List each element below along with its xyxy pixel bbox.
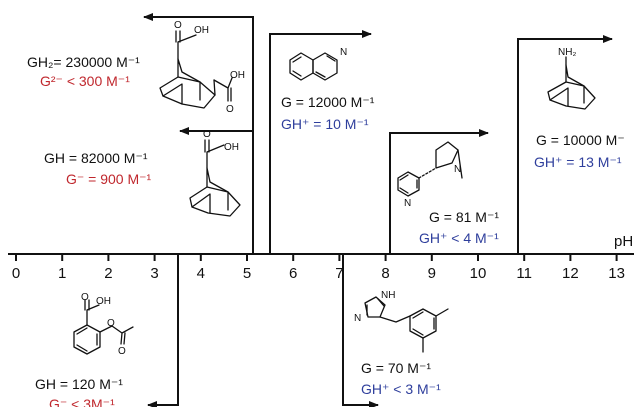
label-carboxylic-line1: GH = 82000 M⁻¹ bbox=[44, 150, 148, 166]
label-nicotine-line2: GH⁺ < 4 M⁻¹ bbox=[419, 230, 499, 246]
label-amantadine-line2: GH⁺ = 13 M⁻¹ bbox=[534, 154, 622, 170]
axis-tick-label: 8 bbox=[381, 265, 389, 282]
axis-tick-label: 7 bbox=[335, 265, 343, 282]
molecule-aspirin: O OH O O bbox=[73, 292, 134, 357]
range-bracket-dicarboxylic bbox=[143, 13, 254, 254]
axis-tick-label: 0 bbox=[12, 265, 20, 282]
molecule-amantadine: NH₂ bbox=[547, 47, 596, 110]
mol1-label-o1: O bbox=[174, 20, 182, 31]
ph-range-brackets bbox=[143, 13, 613, 407]
mol1-label-o2: O bbox=[226, 104, 234, 115]
mol6-label-oh: OH bbox=[96, 296, 111, 307]
range-bracket-amantadine bbox=[517, 35, 613, 254]
molecule-nicotine: N N bbox=[397, 141, 463, 209]
mol6-label-o1: O bbox=[81, 292, 89, 303]
molecule-adamantane-carboxylic-acid: O OH bbox=[189, 129, 241, 217]
axis-tick-label: 9 bbox=[428, 265, 436, 282]
label-medetomidine-line1: G = 70 M⁻¹ bbox=[361, 360, 431, 376]
mol1-label-oh2: OH bbox=[230, 70, 245, 81]
label-nicotine-line1: G = 81 M⁻¹ bbox=[429, 209, 499, 225]
axis-tick-label: 3 bbox=[150, 265, 158, 282]
axis-tick-label: 2 bbox=[104, 265, 112, 282]
label-dicarboxylic-line1: GH₂= 230000 M⁻¹ bbox=[27, 54, 140, 70]
range-bracket-isoquinoline bbox=[269, 30, 372, 254]
label-dicarboxylic-line2: G²⁻ < 300 M⁻¹ bbox=[40, 73, 130, 89]
label-isoquinoline-line2: GH⁺ = 10 M⁻¹ bbox=[281, 116, 369, 132]
mol4-label-n-ring: N bbox=[404, 198, 411, 209]
mol7-label-n: N bbox=[354, 313, 361, 324]
molecule-adamantane-dicarboxylic-acid: O OH O OH bbox=[159, 20, 245, 115]
axis-tick-label: 10 bbox=[470, 265, 487, 282]
mol6-label-o-carbonyl: O bbox=[118, 346, 126, 357]
label-aspirin-line2: G⁻ < 3M⁻¹ bbox=[49, 396, 115, 407]
axis-tick-label: 5 bbox=[243, 265, 251, 282]
label-isoquinoline-line1: G = 12000 M⁻¹ bbox=[281, 94, 375, 110]
label-amantadine-line1: G = 10000 M⁻ bbox=[536, 132, 625, 148]
mol7-label-nh: NH bbox=[381, 290, 395, 301]
label-medetomidine-line2: GH⁺ < 3 M⁻¹ bbox=[361, 381, 441, 397]
mol3-label-n: N bbox=[340, 47, 347, 58]
label-carboxylic-line2: G⁻ = 900 M⁻¹ bbox=[66, 171, 152, 187]
ph-axis-label: pH bbox=[614, 233, 633, 250]
mol1-label-oh1: OH bbox=[194, 25, 209, 36]
mol4-label-n-pyrrolidine: N bbox=[454, 164, 461, 175]
range-bracket-nicotine bbox=[389, 129, 489, 254]
axis-tick-label: 4 bbox=[197, 265, 205, 282]
mol2-label-o: O bbox=[203, 129, 211, 140]
range-bracket-medetomidine bbox=[342, 254, 379, 407]
molecule-isoquinoline: N bbox=[289, 47, 347, 81]
axis-tick-label: 6 bbox=[289, 265, 297, 282]
molecule-medetomidine: N NH bbox=[354, 290, 449, 353]
label-aspirin-line1: GH = 120 M⁻¹ bbox=[35, 376, 123, 392]
axis-tick-label: 11 bbox=[516, 265, 532, 282]
axis-tick-label: 1 bbox=[58, 265, 66, 282]
mol6-label-o-ester: O bbox=[107, 318, 115, 329]
mol2-label-oh: OH bbox=[224, 142, 239, 153]
axis-tick-label: 13 bbox=[608, 265, 625, 282]
axis-tick-label: 12 bbox=[562, 265, 579, 282]
mol5-label-nh2: NH₂ bbox=[558, 47, 576, 58]
range-bracket-aspirin bbox=[147, 254, 179, 407]
